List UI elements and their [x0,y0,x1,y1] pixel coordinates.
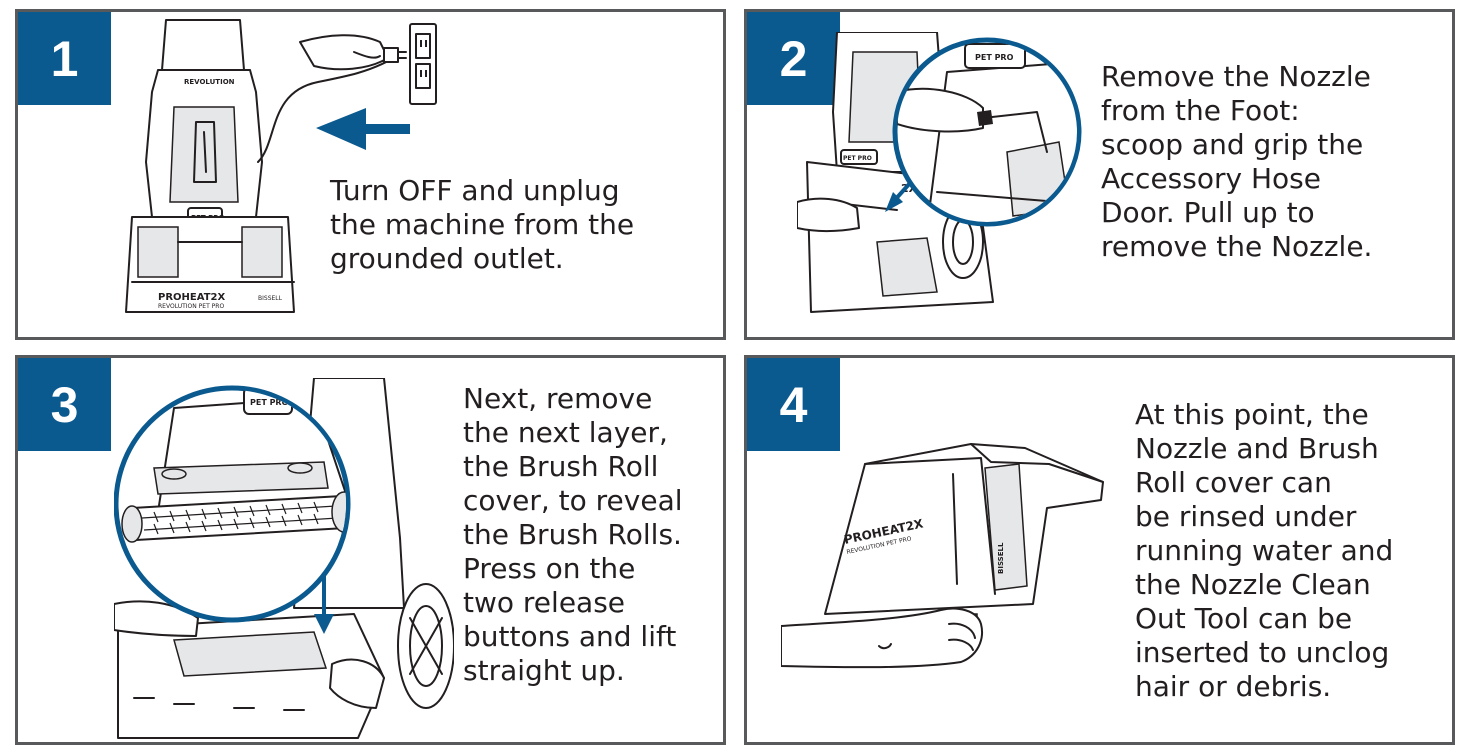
step-1-panel: 1 REVOLUTION PET PRO PROHEAT2X REVOLUTIO… [15,9,726,340]
step-4-instructions: At this point, the Nozzle and Brush Roll… [1135,398,1394,703]
brush-roll-cover-illustration: PET PRO [114,378,454,739]
step-3-instructions: Next, remove the next layer, the Brush R… [463,382,683,687]
step-number-badge: 3 [18,358,111,451]
svg-text:PET PRO: PET PRO [843,155,872,162]
step-2-panel: 2 PET PRO 2X PET PRO R [744,9,1455,340]
step-4-panel: 4 PROHEAT2X REVOLUTION PET PRO BISSELL A… [744,355,1455,745]
svg-text:REVOLUTION PET PRO: REVOLUTION PET PRO [158,303,224,310]
step-2-instructions: Remove the Nozzle from the Foot: scoop a… [1101,60,1373,263]
step-1-instructions: Turn OFF and unplug the machine from the… [330,174,635,275]
step-number-badge: 2 [747,12,840,105]
svg-text:PROHEAT2X: PROHEAT2X [158,292,225,303]
step-number-badge: 4 [747,358,840,451]
nozzle-rinse-illustration: PROHEAT2X REVOLUTION PET PRO BISSELL [781,443,1104,669]
nozzle-removal-illustration: PET PRO 2X PET PRO [797,32,1082,313]
svg-text:PET PRO: PET PRO [975,53,1014,62]
machine-unplug-illustration: REVOLUTION PET PRO PROHEAT2X REVOLUTION … [125,19,437,313]
step-number-badge: 1 [18,12,111,105]
svg-text:PET PRO: PET PRO [250,398,289,407]
svg-text:REVOLUTION: REVOLUTION [184,78,235,86]
svg-text:BISSELL: BISSELL [997,542,1005,574]
step-3-panel: 3 PET PRO [15,355,726,745]
svg-text:BISSELL: BISSELL [258,295,283,302]
